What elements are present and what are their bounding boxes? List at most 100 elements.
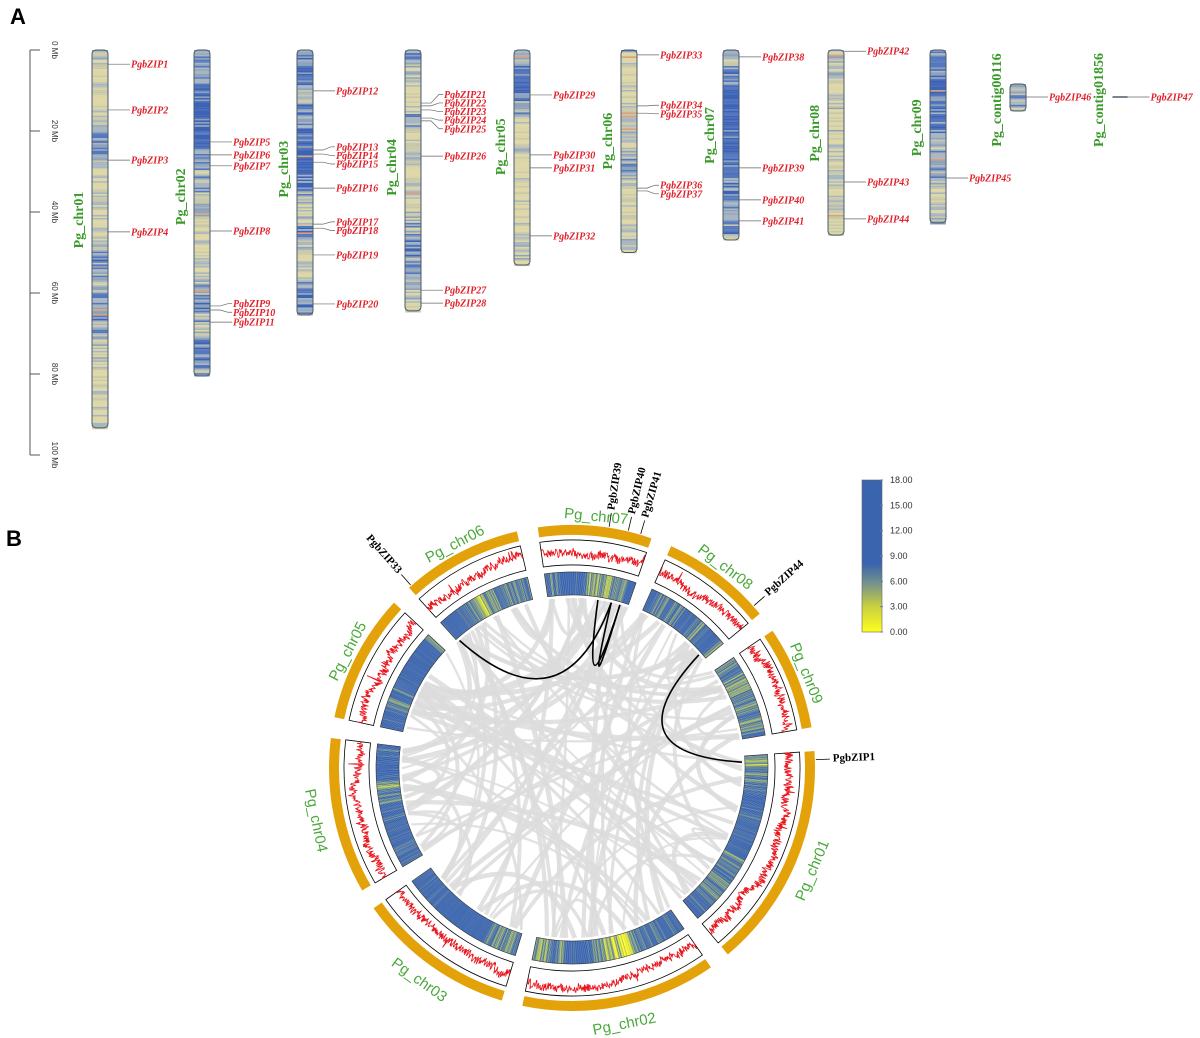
chromosome-band: [621, 163, 637, 166]
heatmap-cell: [424, 882, 443, 898]
heatmap-cell: [389, 831, 412, 842]
heatmap-cell: [477, 596, 489, 617]
heatmap-cell: [598, 938, 604, 962]
heatmap-cell: [613, 577, 620, 601]
heatmap-cell: [663, 914, 676, 935]
gene-label: PgbZIP34: [660, 101, 702, 112]
chromosome-band: [405, 301, 421, 303]
chromosome-band: [92, 294, 108, 297]
circos-chromosome-label: Pg_chr04: [301, 787, 331, 853]
chromosome-band: [621, 86, 637, 89]
heatmap-cell: [405, 664, 426, 677]
heatmap-cell: [737, 711, 760, 719]
heatmap-cell: [376, 778, 400, 781]
heatmap-cell: [573, 940, 574, 964]
heatmap-cell: [513, 933, 521, 956]
heatmap-cell: [604, 937, 610, 961]
chromosome-band: [1010, 93, 1026, 96]
heatmap-cell: [740, 722, 763, 729]
heatmap-cell: [655, 596, 667, 617]
heatmap-cell: [380, 805, 404, 811]
heatmap-cell: [433, 890, 451, 908]
heatmap-cell: [733, 697, 756, 707]
heatmap-cell: [686, 621, 703, 639]
chromosome-band: [514, 83, 530, 86]
chromosome-band: [828, 75, 844, 78]
heatmap-track-outline: [714, 656, 766, 740]
heatmap-cell: [411, 654, 432, 669]
chromosome-band: [723, 160, 739, 163]
chromosome-band: [621, 168, 637, 171]
heatmap-cell: [722, 853, 743, 866]
chromosome-band: [297, 58, 313, 60]
chromosome-band: [930, 187, 946, 190]
chromosome-band: [828, 115, 844, 118]
heatmap-cell: [427, 635, 445, 652]
chromosome-band: [1010, 101, 1026, 104]
chromosome-band: [92, 373, 108, 375]
chromosome-band: [723, 50, 739, 52]
chromosome-band: [92, 158, 108, 161]
heatmap-cell: [555, 572, 559, 596]
heatmap-cell: [413, 651, 433, 666]
chromosome-band: [621, 154, 637, 156]
chromosome-outline: [91, 49, 109, 429]
chromosome-band: [92, 51, 108, 54]
chromosome-band: [930, 154, 946, 156]
circos-plot: Pg_chr01Pg_chr02Pg_chr03Pg_chr04Pg_chr05…: [301, 461, 875, 1038]
heatmap-cell: [652, 594, 664, 616]
heatmap-cell: [609, 576, 616, 600]
heatmap-cell: [601, 938, 606, 962]
heatmap-cell: [735, 703, 758, 712]
chromosome-band: [194, 261, 210, 263]
heatmap-cell: [739, 716, 762, 724]
chromosome-band: [621, 142, 637, 145]
chromosome-band: [1010, 98, 1026, 101]
chromosome-band: [828, 120, 844, 123]
chromosome-band: [1010, 88, 1026, 91]
synteny-link: [411, 822, 644, 924]
density-line: [347, 741, 387, 880]
chromosome-band: [405, 310, 421, 313]
chromosome-band: [514, 259, 530, 262]
density-track-box: [654, 559, 749, 640]
chromosome-band: [92, 419, 108, 422]
heatmap-cell: [743, 787, 767, 791]
chromosome-band: [514, 254, 530, 257]
chromosome-band: [514, 197, 530, 199]
heatmap-cell: [448, 902, 464, 921]
heatmap-cell: [461, 910, 475, 930]
heatmap-cell: [376, 781, 400, 785]
chromosome-band: [405, 67, 421, 70]
chromosome-band: [621, 62, 637, 65]
chromosome-band: [514, 53, 530, 55]
chromosome-band: [621, 242, 637, 244]
chromosome-band: [723, 91, 739, 94]
chromosome-band: [92, 94, 108, 97]
legend-tick-label: 12.00: [890, 526, 913, 536]
heatmap-cell: [716, 863, 736, 877]
chromosome-band: [92, 157, 108, 159]
heatmap-cell: [642, 925, 653, 948]
heatmap-cell: [726, 845, 748, 857]
axis-tick-label: 100 Mb: [50, 442, 59, 469]
heatmap-cell: [609, 936, 616, 960]
heatmap-cell: [610, 936, 616, 960]
heatmap-cell: [377, 791, 401, 796]
heatmap-cell: [671, 607, 686, 628]
heatmap-cell: [562, 572, 565, 596]
chromosome-band: [92, 307, 108, 310]
heatmap-cell: [615, 578, 623, 601]
gene-label: PgbZIP15: [336, 160, 378, 171]
heatmap-cell: [376, 775, 400, 778]
chromosome-band: [92, 83, 108, 86]
chromosome-band: [297, 174, 313, 177]
heatmap-cell: [601, 574, 607, 598]
chromosome-band: [92, 131, 108, 134]
chromosome-band: [828, 59, 844, 62]
heatmap-cell: [376, 767, 400, 769]
chromosome-band: [930, 149, 946, 151]
heatmap-cell: [442, 620, 459, 639]
heatmap-cell: [552, 572, 556, 596]
